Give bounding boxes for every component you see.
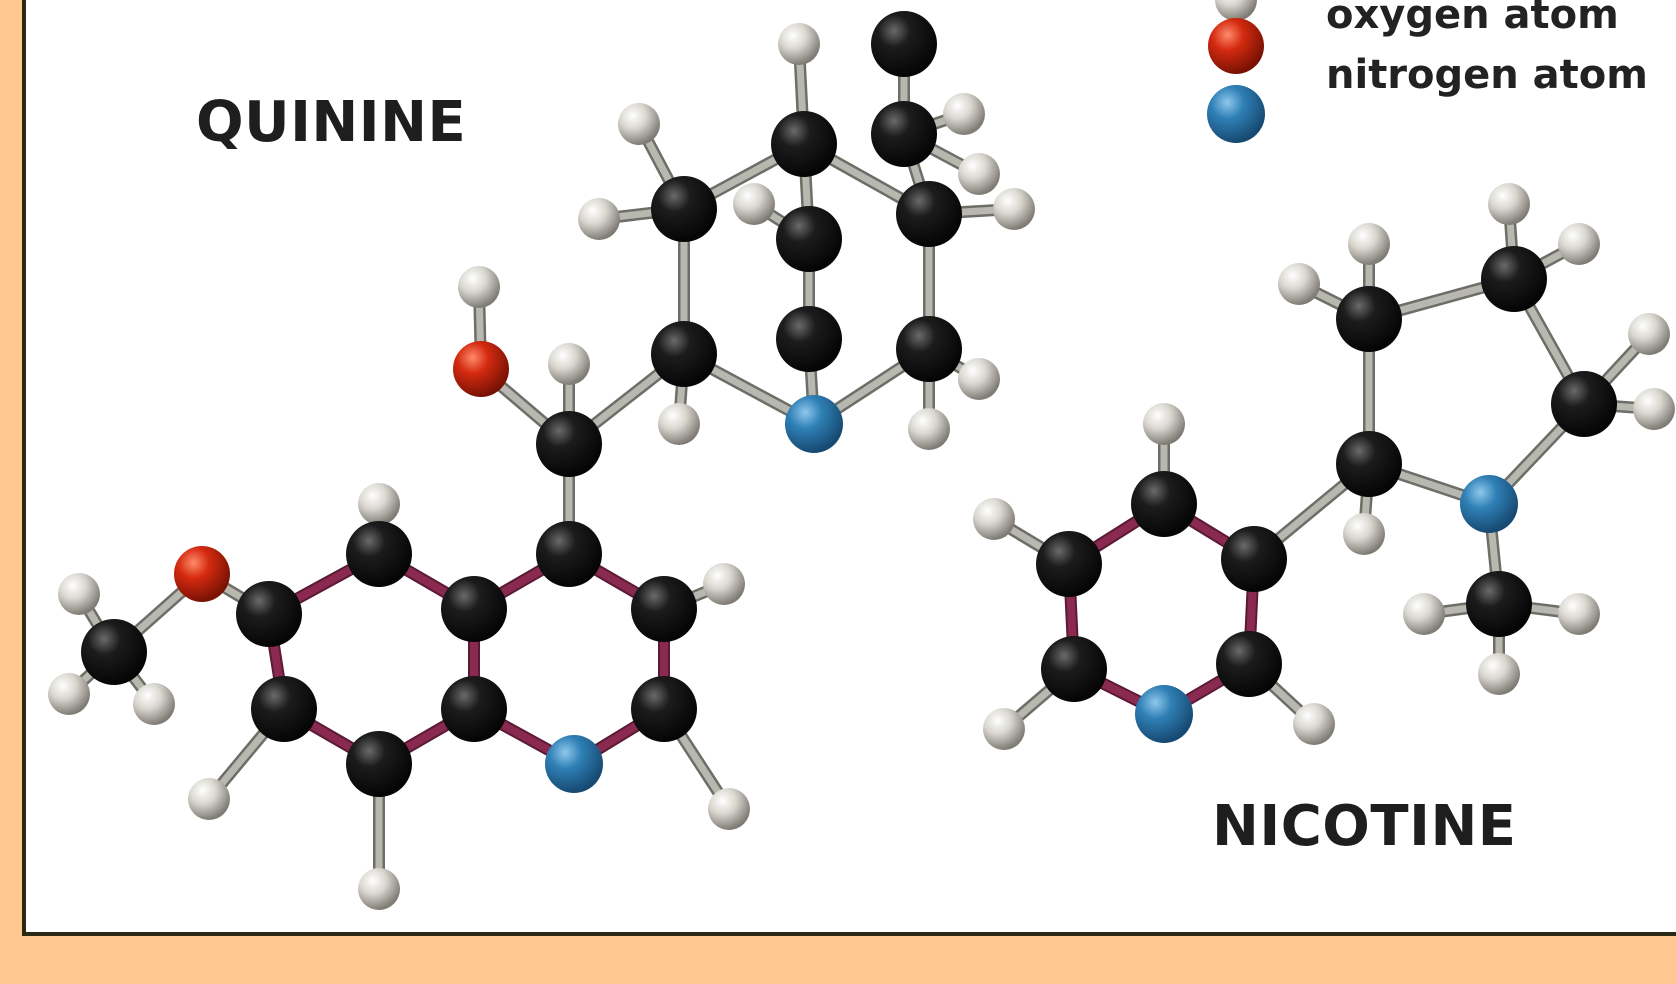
quinine-carbon-atom <box>536 411 602 477</box>
quinine-carbon-atom <box>251 676 317 742</box>
nicotine-carbon-atom <box>1131 471 1197 537</box>
quinine-carbon-atom <box>81 619 147 685</box>
nicotine-hydrogen-atom <box>1343 513 1385 555</box>
quinine-hydrogen-atom <box>708 788 750 830</box>
quinine-carbon-atom <box>651 321 717 387</box>
quinine-carbon-atom <box>871 101 937 167</box>
legend-nitrogen-swatch <box>1207 85 1265 143</box>
quinine-hydrogen-atom <box>618 103 660 145</box>
diagram-panel: QUININE NICOTINE oxygen atom nitrogen at… <box>22 0 1676 936</box>
quinine-carbon-atom <box>896 316 962 382</box>
quinine-oxygen-atom <box>453 341 509 397</box>
quinine-carbon-atom <box>441 576 507 642</box>
nicotine-hydrogen-atom <box>1558 223 1600 265</box>
quinine-carbon-atom <box>776 206 842 272</box>
bonds-layer <box>63 38 1660 895</box>
nicotine-hydrogen-atom <box>1488 183 1530 225</box>
quinine-title: QUININE <box>196 90 467 155</box>
quinine-carbon-atom <box>346 731 412 797</box>
quinine-carbon-atom <box>536 521 602 587</box>
nicotine-carbon-atom <box>1216 631 1282 697</box>
nicotine-carbon-atom <box>1221 526 1287 592</box>
quinine-hydrogen-atom <box>458 266 500 308</box>
quinine-hydrogen-atom <box>908 408 950 450</box>
nicotine-hydrogen-atom <box>1478 653 1520 695</box>
quinine-nitrogen-atom <box>785 395 843 453</box>
nicotine-title: NICOTINE <box>1212 794 1517 859</box>
quinine-hydrogen-atom <box>58 573 100 615</box>
quinine-hydrogen-atom <box>943 93 985 135</box>
nicotine-carbon-atom <box>1466 571 1532 637</box>
nicotine-carbon-atom <box>1481 246 1547 312</box>
quinine-hydrogen-atom <box>958 358 1000 400</box>
legend-oxygen-label: oxygen atom <box>1326 0 1619 38</box>
quinine-nitrogen-atom <box>545 735 603 793</box>
molecule-illustration <box>48 0 1675 910</box>
quinine-carbon-atom <box>771 111 837 177</box>
quinine-hydrogen-atom <box>778 23 820 65</box>
nicotine-hydrogen-atom <box>1633 388 1675 430</box>
legend-hydrogen-swatch <box>1215 0 1257 21</box>
nicotine-nitrogen-atom <box>1460 475 1518 533</box>
nicotine-hydrogen-atom <box>1278 263 1320 305</box>
quinine-carbon-atom <box>236 581 302 647</box>
quinine-hydrogen-atom <box>548 343 590 385</box>
nicotine-hydrogen-atom <box>1293 703 1335 745</box>
quinine-carbon-atom <box>651 176 717 242</box>
nicotine-hydrogen-atom <box>1628 313 1670 355</box>
nicotine-carbon-atom <box>1336 431 1402 497</box>
quinine-carbon-atom <box>441 676 507 742</box>
nicotine-hydrogen-atom <box>1143 403 1185 445</box>
quinine-carbon-atom <box>896 181 962 247</box>
quinine-carbon-atom <box>346 521 412 587</box>
atoms-layer <box>48 0 1675 910</box>
legend-oxygen-swatch <box>1208 18 1264 74</box>
quinine-hydrogen-atom <box>578 198 620 240</box>
nicotine-hydrogen-atom <box>983 708 1025 750</box>
quinine-carbon-atom <box>776 306 842 372</box>
quinine-hydrogen-atom <box>188 778 230 820</box>
nicotine-carbon-atom <box>1551 371 1617 437</box>
nicotine-nitrogen-atom <box>1135 685 1193 743</box>
quinine-oxygen-atom <box>174 546 230 602</box>
nicotine-hydrogen-atom <box>973 498 1015 540</box>
nicotine-hydrogen-atom <box>1558 593 1600 635</box>
quinine-hydrogen-atom <box>658 403 700 445</box>
quinine-hydrogen-atom <box>48 673 90 715</box>
quinine-hydrogen-atom <box>733 183 775 225</box>
quinine-carbon-atom <box>871 11 937 77</box>
quinine-hydrogen-atom <box>703 563 745 605</box>
legend-nitrogen-label: nitrogen atom <box>1326 52 1648 98</box>
nicotine-carbon-atom <box>1036 531 1102 597</box>
nicotine-carbon-atom <box>1041 636 1107 702</box>
nicotine-hydrogen-atom <box>1403 593 1445 635</box>
quinine-hydrogen-atom <box>958 153 1000 195</box>
quinine-hydrogen-atom <box>133 683 175 725</box>
nicotine-carbon-atom <box>1336 286 1402 352</box>
quinine-carbon-atom <box>631 676 697 742</box>
nicotine-hydrogen-atom <box>1348 223 1390 265</box>
quinine-carbon-atom <box>631 576 697 642</box>
quinine-hydrogen-atom <box>993 188 1035 230</box>
quinine-hydrogen-atom <box>358 483 400 525</box>
quinine-hydrogen-atom <box>358 868 400 910</box>
